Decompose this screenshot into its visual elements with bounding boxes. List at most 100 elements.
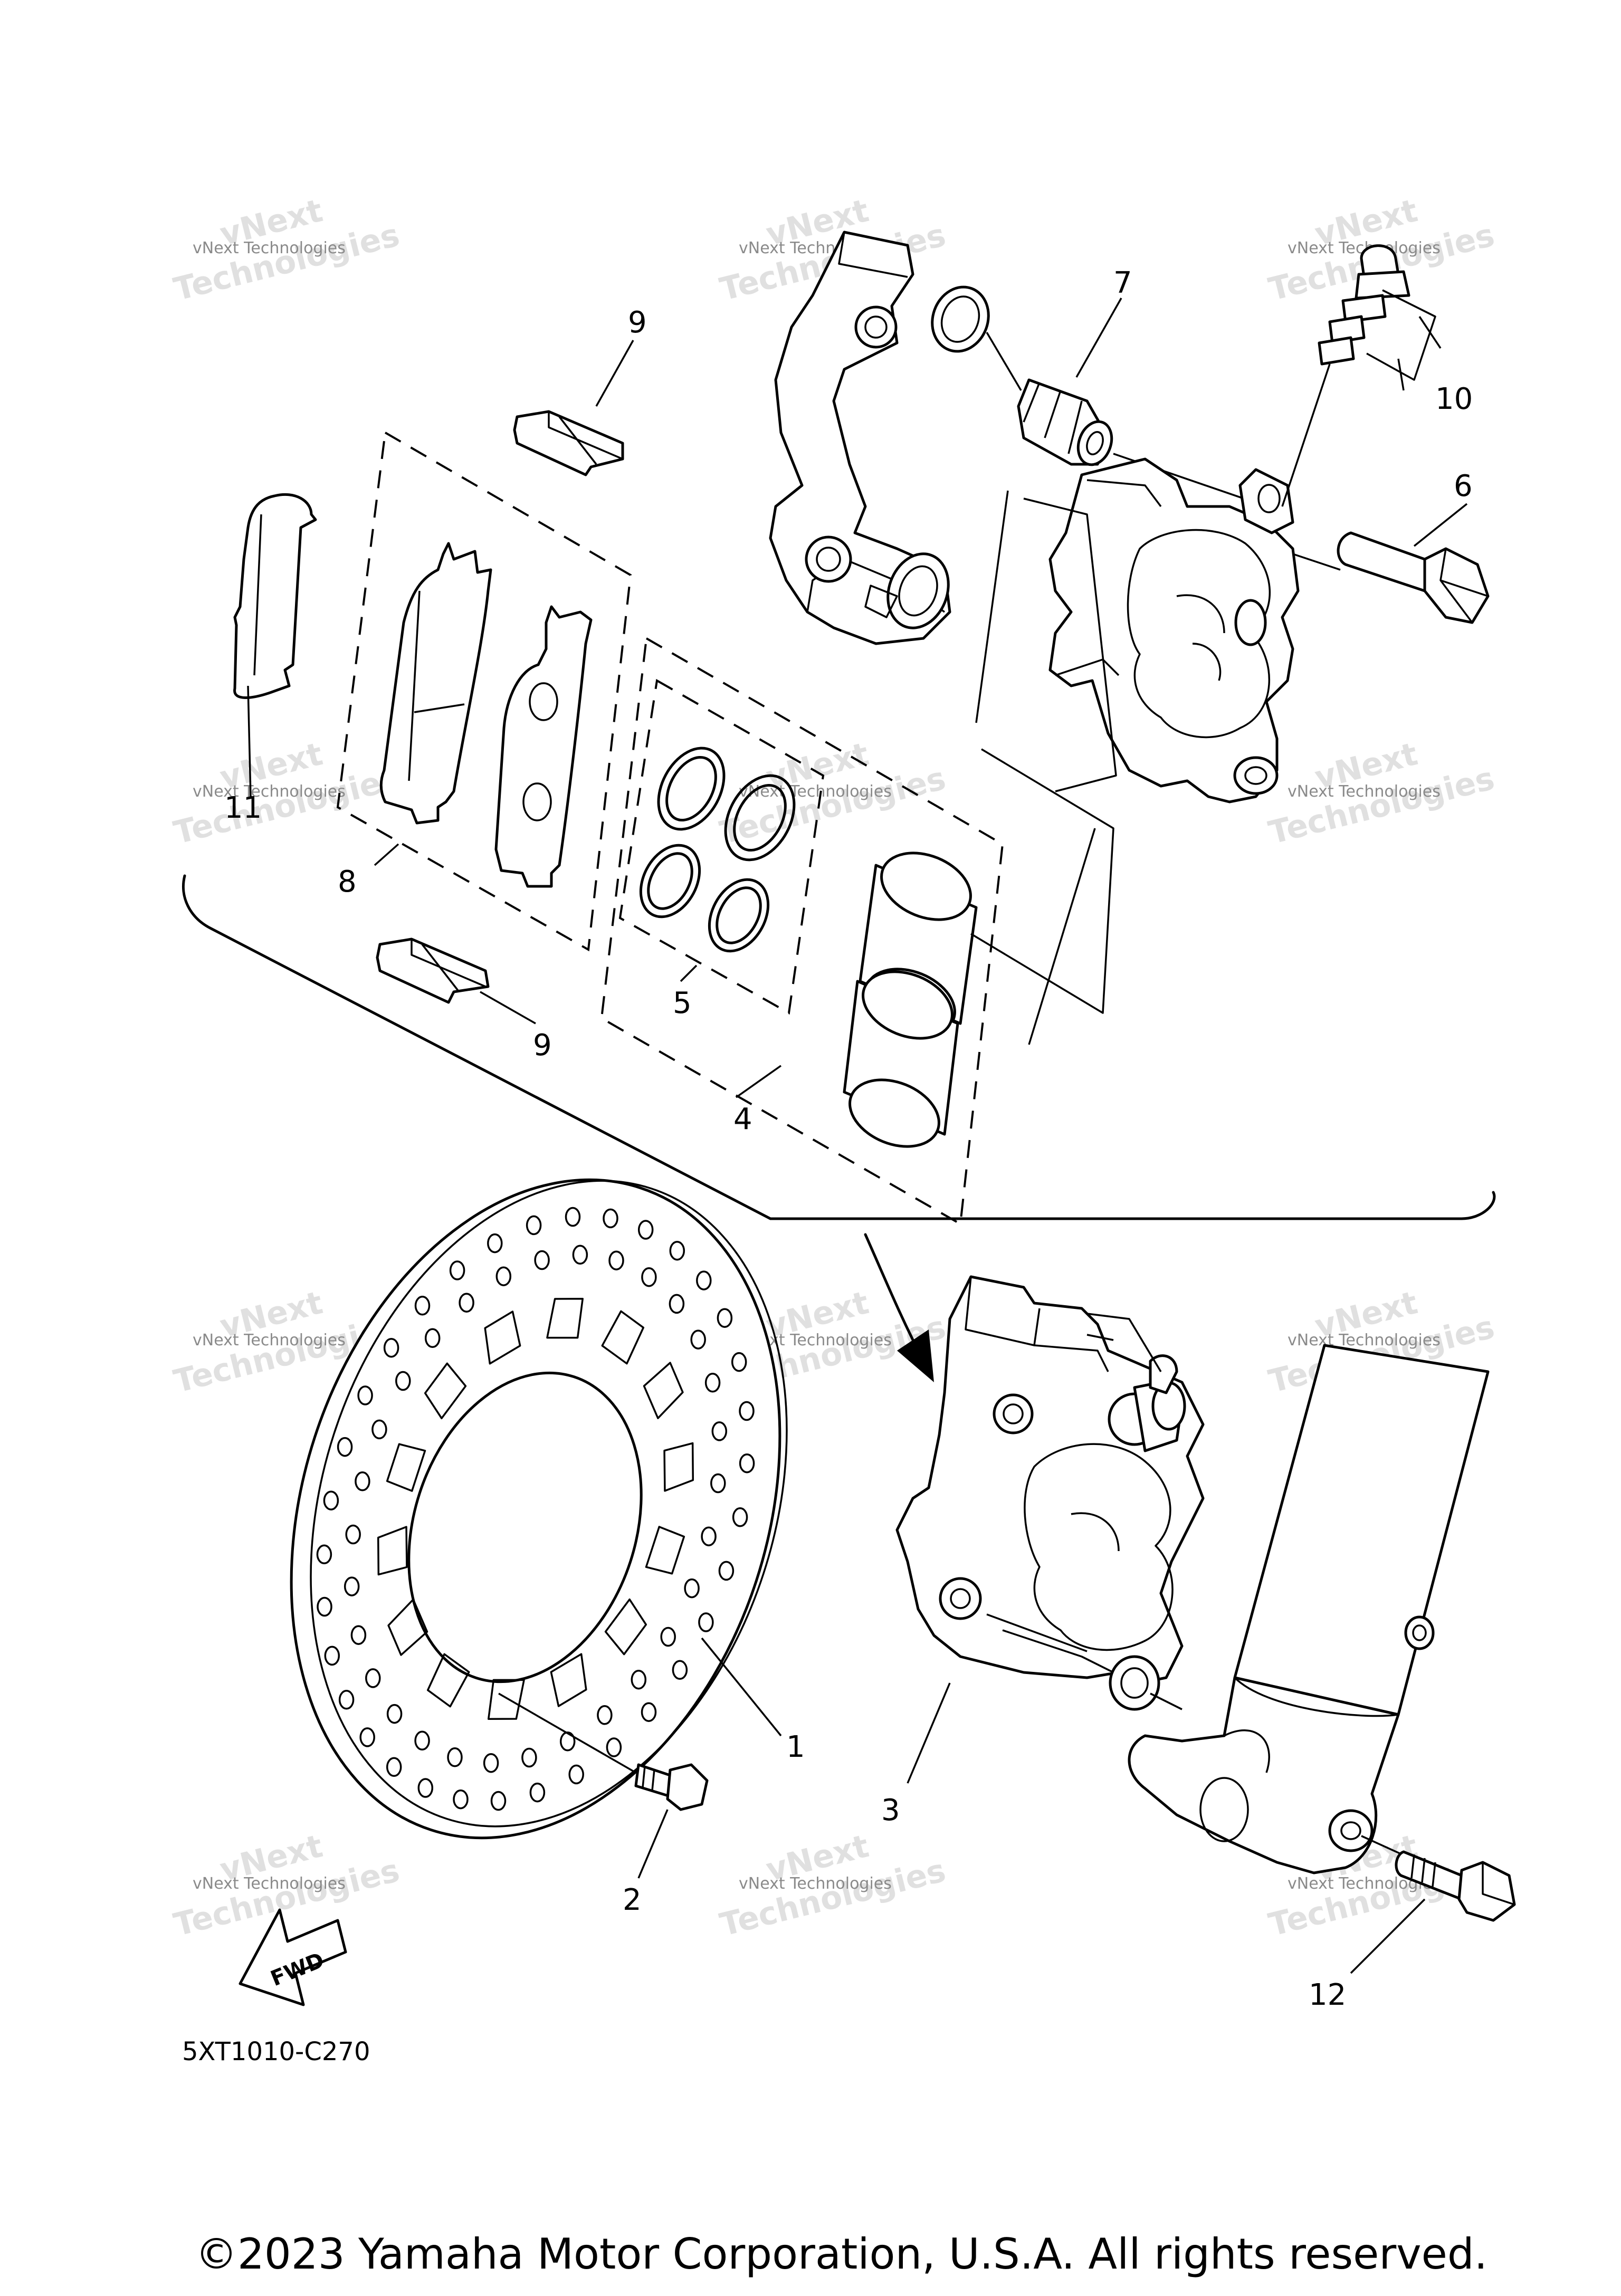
disc-hole (414, 1730, 430, 1751)
pad-set-box-8 (336, 430, 632, 952)
piston-kit-box-4 (600, 636, 1004, 1226)
bleeder-10 (1281, 244, 1436, 507)
disc-hole (568, 1764, 584, 1785)
brake-pads-8 (379, 542, 593, 888)
caliper-body (1048, 457, 1300, 803)
disc-slot (426, 1653, 470, 1708)
part-number: 1 (786, 1730, 805, 1764)
assembly-arrow-line (864, 1233, 920, 1352)
disc-hole (701, 1526, 717, 1546)
disc-slot (601, 1310, 645, 1365)
disc-hole (565, 1207, 581, 1227)
part-number: 7 (1113, 266, 1132, 300)
brake-disc-1 (290, 1178, 788, 1840)
disc-hole (731, 1352, 747, 1372)
disc-hole (338, 1690, 355, 1710)
part-number: 9 (533, 1028, 552, 1063)
part-number: 6 (1454, 469, 1473, 503)
disc-slot (645, 1526, 685, 1575)
seal-kit-box-5 (618, 678, 825, 1015)
watermark: vNext Technologies vNext Technologies (717, 1828, 950, 1944)
disc-hole (359, 1727, 375, 1747)
disc-hole (365, 1668, 381, 1688)
disc-hole (490, 1791, 507, 1811)
disc-hole (350, 1625, 367, 1645)
disc-hole (597, 1705, 613, 1725)
disc-hole (371, 1419, 387, 1440)
disc-slot (484, 1310, 521, 1365)
diagram-code: 5XT1010-C270 (182, 2037, 370, 2067)
disc-hole (521, 1747, 537, 1768)
disc-hole (717, 1308, 733, 1328)
part-numbers: 1 2 3 4 5 6 7 8 9 9 10 11 12 (224, 266, 1473, 2012)
disc-hole (386, 1757, 402, 1777)
part-number: 2 (623, 1883, 642, 1917)
disc-hole (487, 1233, 503, 1254)
disc-hole (495, 1266, 512, 1286)
front-fork (1128, 1344, 1490, 1874)
disc-hole (459, 1293, 474, 1313)
svg-text:vNext Technologies: vNext Technologies (739, 782, 892, 801)
fwd-arrow-icon: FWD (239, 1908, 347, 2006)
part-number: 10 (1435, 382, 1473, 416)
disc-hole (529, 1782, 546, 1803)
disc-hole (732, 1507, 748, 1527)
svg-text:vNext Technologies: vNext Technologies (193, 1874, 346, 1893)
disc-hole (710, 1473, 726, 1494)
disc-hole (572, 1245, 588, 1265)
disc-hole (383, 1337, 399, 1358)
copyright-notice: ©2023 Yamaha Motor Corporation, U.S.A. A… (195, 2230, 1487, 2279)
caliper-assembly-3 (895, 1275, 1205, 1711)
disc-hole (660, 1627, 676, 1647)
disc-hole (324, 1646, 340, 1666)
disc-hole (355, 1471, 370, 1491)
disc-hole (603, 1208, 618, 1229)
disc-hole (669, 1294, 685, 1314)
disc-hole (684, 1578, 700, 1599)
watermark: vNext Technologies vNext Technologies (170, 735, 404, 852)
pad-spring-11 (233, 493, 317, 699)
disc-slot (663, 1442, 694, 1492)
disc-slot (546, 1298, 584, 1339)
svg-text:vNext Technologies: vNext Technologies (1288, 1331, 1441, 1350)
disc-hole (414, 1296, 431, 1316)
disc-hole (641, 1267, 657, 1287)
disc-hole (698, 1612, 714, 1632)
watermark: vNext Technologies vNext Technologies (170, 192, 404, 308)
disc-slot (643, 1362, 684, 1419)
disc-hole (386, 1704, 403, 1724)
disc-hole (526, 1215, 542, 1236)
pad-clip-9-bottom (376, 937, 490, 1004)
part-number: 9 (628, 305, 647, 340)
disc-hole (345, 1524, 361, 1545)
disc-bolt-2 (498, 1692, 709, 1811)
disc-hole (453, 1789, 469, 1810)
svg-text:vNext Technologies: vNext Technologies (193, 782, 346, 801)
disc-slot (377, 1526, 408, 1576)
disc-slot (604, 1598, 647, 1656)
disc-hole (483, 1753, 499, 1773)
assembly-guide-lines (970, 490, 1341, 1045)
disc-hole (317, 1596, 332, 1617)
disc-hole (337, 1437, 353, 1457)
disc-hole (357, 1385, 373, 1405)
disc-hole (669, 1240, 685, 1261)
part-number: 11 (224, 791, 262, 825)
pad-clip-9-top (513, 410, 624, 476)
disc-hole (606, 1737, 622, 1757)
disc-hole (344, 1576, 360, 1596)
svg-text:vNext Technologies: vNext Technologies (193, 239, 346, 257)
disc-hole (696, 1270, 712, 1290)
disc-slot (387, 1599, 428, 1656)
leader-lines (247, 298, 1468, 1974)
disc-slot (386, 1443, 426, 1492)
disc-hole (449, 1260, 465, 1280)
disc-hole (631, 1669, 647, 1690)
disc-hole (690, 1329, 706, 1350)
disc-hole (672, 1660, 688, 1680)
disc-hole (316, 1544, 332, 1565)
disc-hole (704, 1373, 721, 1393)
part-number: 4 (733, 1102, 752, 1136)
clamp-bolt-12 (1395, 1850, 1516, 1922)
